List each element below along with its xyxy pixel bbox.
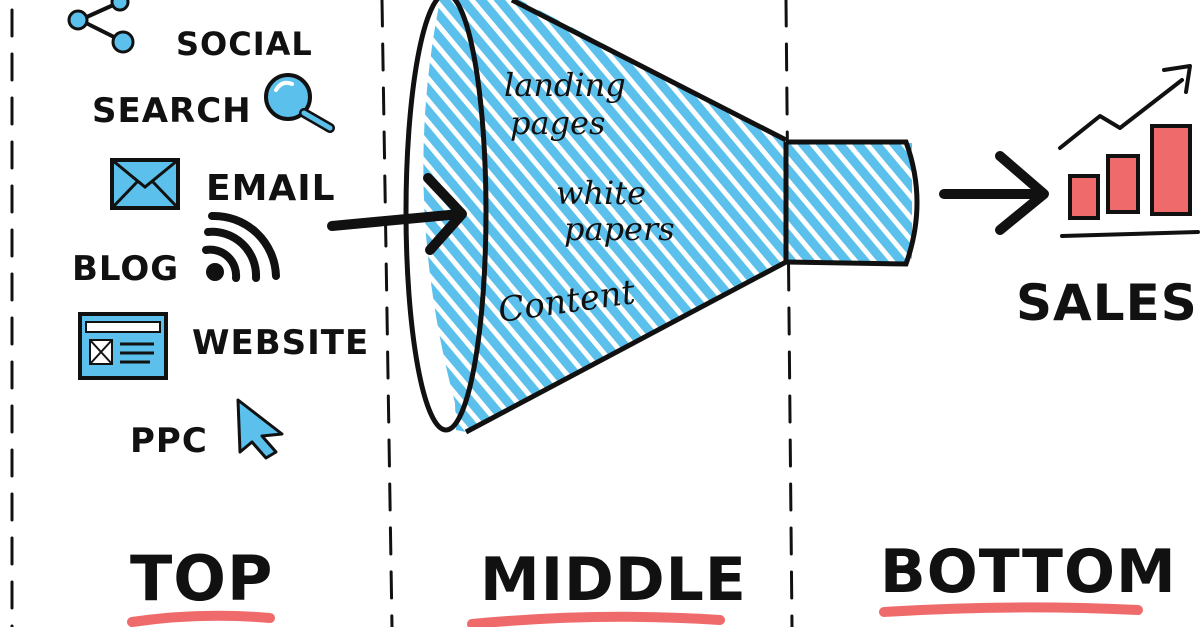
funnel-item-white-line1: white — [556, 174, 646, 212]
stage-dividers — [10, 0, 794, 627]
stage-middle: MIDDLE — [480, 545, 747, 615]
stage-bottom: BOTTOM — [880, 537, 1177, 607]
funnel-item-landing-line2: pages — [510, 104, 605, 142]
email-icon — [110, 158, 180, 210]
channel-social: SOCIAL — [176, 25, 313, 63]
funnel — [403, 0, 920, 435]
cursor-icon — [236, 398, 284, 460]
channel-email: EMAIL — [206, 168, 336, 209]
channel-search: SEARCH — [92, 91, 252, 131]
sales-chart-icon — [1058, 64, 1200, 238]
funnel-item-white-line2: papers — [564, 210, 675, 248]
stage-bottom-underline — [879, 602, 1143, 617]
search-icon — [264, 73, 335, 133]
channel-ppc: PPC — [130, 421, 208, 461]
social-icon — [67, 0, 135, 54]
funnel-item-landing-line1: landing — [504, 66, 626, 104]
stage-top-underline — [127, 610, 275, 627]
arrow-to-sales — [939, 151, 1049, 235]
channel-blog: BLOG — [72, 249, 179, 289]
arrow-into-funnel — [327, 173, 467, 255]
channel-website: WEBSITE — [192, 323, 369, 363]
stage-top: TOP — [130, 542, 273, 615]
divider-2 — [784, 0, 794, 627]
website-icon — [78, 312, 168, 380]
rss-icon — [202, 211, 280, 282]
stage-middle-underline — [467, 611, 725, 627]
sales-label: SALES — [1016, 274, 1198, 332]
divider-1 — [380, 0, 394, 627]
